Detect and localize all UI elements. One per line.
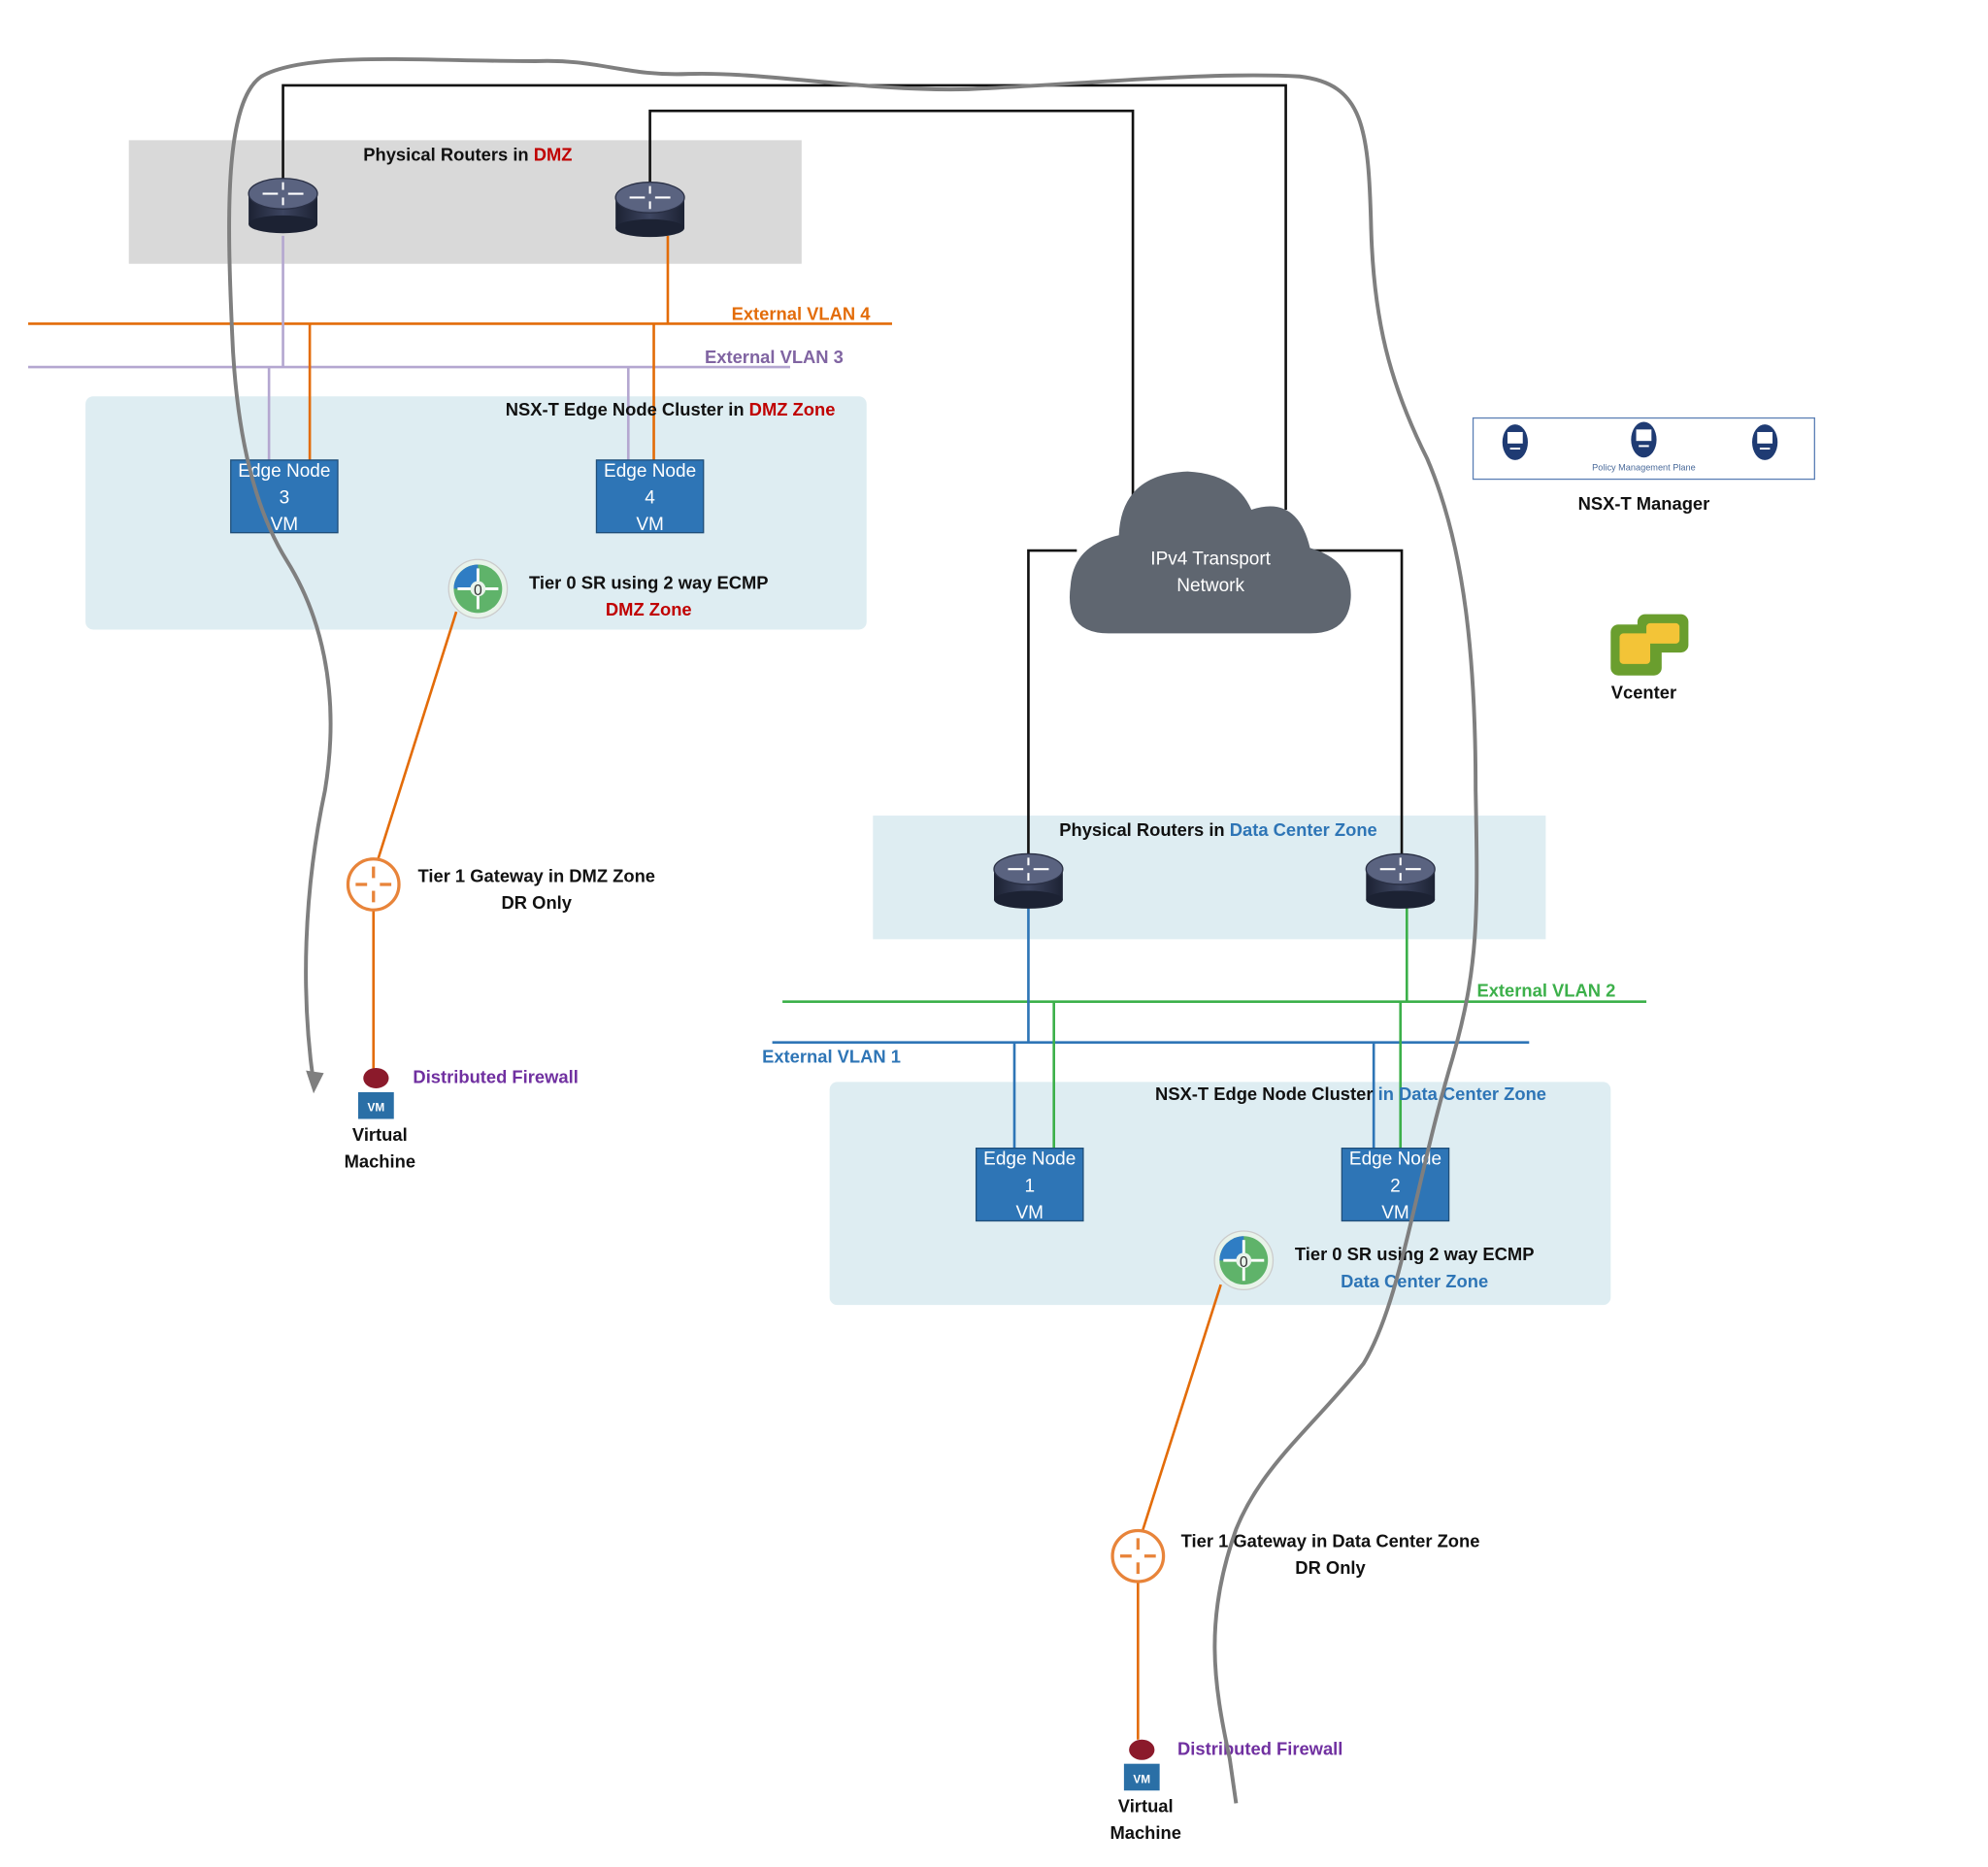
vm-badge: VM [368, 1101, 385, 1115]
dmz-vm-label: Virtual [352, 1124, 408, 1145]
dc-vm-label: Machine [1110, 1822, 1180, 1843]
tier0-router-icon[interactable] [1212, 1229, 1275, 1291]
dc-tier1-sub: DR Only [1295, 1557, 1366, 1578]
edge-node-4[interactable]: Edge Node 4 VM [595, 459, 705, 535]
dc-vm-label: Virtual [1118, 1796, 1174, 1817]
dmz-tier1-label: Tier 1 Gateway in DMZ Zone [418, 865, 656, 885]
edge-node-label: Edge Node [1349, 1150, 1441, 1170]
vcenter-label: Vcenter [1611, 682, 1676, 702]
tier1-gateway-icon[interactable] [346, 857, 401, 912]
edge-node-label: Edge Node [983, 1150, 1076, 1170]
dmz-cluster-title: NSX-T Edge Node Cluster in DMZ Zone [506, 399, 836, 419]
manager-node-icon [1630, 420, 1658, 459]
dc-firewall-label: Distributed Firewall [1177, 1738, 1342, 1758]
dmz-vm[interactable]: VM [357, 1067, 394, 1119]
edge-node-number: 3 [280, 487, 290, 508]
firewall-icon [363, 1067, 389, 1088]
dmz-uplinks [267, 235, 670, 460]
dc-routers-title: Physical Routers in Data Center Zone [1059, 819, 1377, 840]
vlan2-label: External VLAN 2 [1476, 980, 1615, 1000]
ipv4-transport-cloud[interactable]: IPv4 Transport Network [1069, 471, 1351, 634]
tier0-router-icon[interactable] [447, 557, 510, 620]
vm-icon [1123, 1763, 1160, 1791]
vm-icon [357, 1091, 394, 1119]
dc-tier1-label: Tier 1 Gateway in Data Center Zone [1181, 1531, 1480, 1551]
manager-label: NSX-T Manager [1578, 493, 1710, 514]
dmz-tier0-zone: DMZ Zone [606, 599, 692, 619]
manager-node-icon [1751, 423, 1779, 461]
dc-router-1-icon[interactable] [992, 852, 1064, 910]
cloud-label-2: Network [1176, 576, 1244, 596]
dmz-router-1-icon[interactable] [248, 177, 319, 235]
edge-node-type: VM [636, 515, 664, 535]
nsx-t-manager[interactable]: Policy Management Plane NSX-T Manager [1472, 417, 1815, 515]
policy-plane-label: Policy Management Plane [1592, 462, 1696, 472]
dc-vm[interactable]: VM [1123, 1739, 1160, 1791]
manager-node-icon [1501, 423, 1529, 461]
dc-tier0-zone: Data Center Zone [1341, 1271, 1488, 1291]
vlan1-label: External VLAN 1 [762, 1047, 901, 1067]
edge-node-label: Edge Node [604, 461, 696, 482]
tier1-gateway-icon[interactable] [1110, 1528, 1166, 1584]
dmz-routers-title: Physical Routers in DMZ [363, 144, 572, 164]
vm-badge: VM [1133, 1772, 1150, 1785]
edge-node-type: VM [1381, 1203, 1409, 1223]
dmz-firewall-label: Distributed Firewall [413, 1067, 578, 1087]
traffic-flow-path [227, 56, 1479, 1804]
dc-uplinks [1012, 907, 1408, 1149]
edge-node-number: 1 [1024, 1176, 1035, 1196]
dc-tier0-label: Tier 0 SR using 2 way ECMP [1295, 1244, 1535, 1264]
arrow-head-icon [306, 1070, 324, 1094]
dmz-routers-zone [128, 140, 802, 264]
dmz-vm-label: Machine [345, 1150, 415, 1171]
edge-node-type: VM [271, 515, 299, 535]
edge-node-number: 2 [1390, 1176, 1401, 1196]
dmz-cluster-zone [85, 396, 867, 630]
vlan4-label: External VLAN 4 [732, 303, 872, 323]
dc-cluster-title: NSX-T Edge Node Cluster in Data Center Z… [1155, 1084, 1546, 1104]
gateway-links [372, 611, 1222, 1740]
dc-router-2-icon[interactable] [1365, 852, 1437, 910]
edge-node-1[interactable]: Edge Node 1 VM [975, 1148, 1084, 1223]
vlan3-label: External VLAN 3 [705, 347, 844, 367]
firewall-icon [1129, 1739, 1155, 1760]
dc-cluster-zone [829, 1082, 1611, 1306]
edge-node-type: VM [1015, 1203, 1044, 1223]
dmz-tier1-sub: DR Only [502, 892, 573, 913]
dmz-router-2-icon[interactable] [614, 181, 686, 239]
edge-node-2[interactable]: Edge Node 2 VM [1341, 1148, 1450, 1223]
cloud-label-1: IPv4 Transport [1150, 549, 1271, 569]
edge-node-3[interactable]: Edge Node 3 VM [230, 459, 339, 535]
edge-node-label: Edge Node [238, 461, 330, 482]
vcenter[interactable]: Vcenter [1610, 614, 1689, 703]
transport-links [282, 83, 1404, 857]
edge-node-number: 4 [645, 487, 655, 508]
dmz-tier0-label: Tier 0 SR using 2 way ECMP [529, 572, 769, 592]
